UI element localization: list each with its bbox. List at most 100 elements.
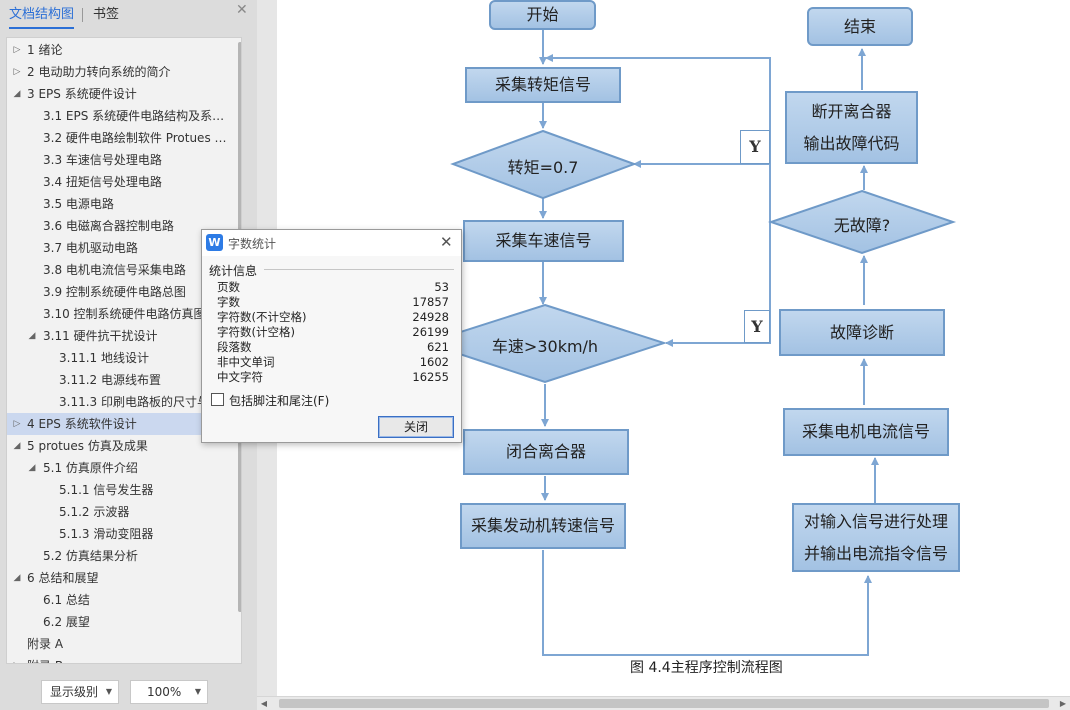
toc-item-label: 附录 B xyxy=(27,655,233,663)
stat-label: 非中文单词 xyxy=(217,355,275,369)
toc-item-label: 1 绪论 xyxy=(27,43,63,57)
stat-row-chars-with-spaces: 字符数(计空格) 26199 xyxy=(217,325,449,340)
collapse-arrow-icon[interactable]: ◢ xyxy=(13,89,21,99)
node-collect-engine-text: 采集发动机转速信号 xyxy=(470,516,615,535)
wps-app-icon: W xyxy=(206,234,223,251)
toc-item-label: 3.5 电源电路 xyxy=(43,197,114,211)
node-close-clutch: 闭合离合器 xyxy=(463,429,629,475)
toc-item-label: 2 电动助力转向系统的简介 xyxy=(27,65,171,79)
toc-item[interactable]: ▷ 1 绪论 xyxy=(7,39,235,61)
toc-item[interactable]: ◢ 5.1 仿真原件介绍 xyxy=(7,457,235,479)
include-footnotes-checkbox[interactable] xyxy=(211,393,224,406)
node-open-line1: 断开离合器 xyxy=(811,101,892,121)
close-icon[interactable]: ✕ xyxy=(440,233,453,251)
toc-item[interactable]: 5.1.1 信号发生器 xyxy=(7,479,235,501)
stat-label: 字符数(计空格) xyxy=(217,325,295,339)
stat-row-words: 字数 17857 xyxy=(217,295,449,310)
toc-item[interactable]: 附录 A xyxy=(7,633,235,655)
close-icon[interactable]: ✕ xyxy=(236,2,248,18)
close-button[interactable]: 关闭 xyxy=(378,416,454,438)
stat-value: 16255 xyxy=(412,370,449,384)
nav-tabs: 文档结构图 书签 ✕ xyxy=(0,0,257,32)
node-collect-speed-text: 采集车速信号 xyxy=(495,231,592,250)
stat-row-pages: 页数 53 xyxy=(217,280,449,295)
toc-item[interactable]: 3.3 车速信号处理电路 xyxy=(7,149,235,171)
display-level-label: 显示级别 xyxy=(50,685,99,699)
zoom-value: 100% xyxy=(147,685,182,699)
chevron-down-icon: ▼ xyxy=(194,687,201,696)
expand-arrow-icon[interactable]: ▷ xyxy=(13,67,21,77)
expand-arrow-icon[interactable]: ▷ xyxy=(13,419,21,429)
node-open-line2: 输出故障代码 xyxy=(803,133,900,153)
toc-item-label: 6.2 展望 xyxy=(43,615,90,629)
stat-row-chinese-chars: 中文字符 16255 xyxy=(217,370,449,385)
dialog-titlebar[interactable]: W 字数统计 ✕ xyxy=(202,230,461,256)
include-footnotes-label[interactable]: 包括脚注和尾注(F) xyxy=(229,394,330,408)
node-collect-current-text: 采集电机电流信号 xyxy=(801,422,930,441)
toc-item-label: 5.1 仿真原件介绍 xyxy=(43,461,138,475)
toc-item-label: 附录 A xyxy=(27,637,64,651)
node-start: 开始 xyxy=(489,0,596,30)
toc-item[interactable]: 5.1.2 示波器 xyxy=(7,501,235,523)
stat-value: 17857 xyxy=(412,295,449,309)
scrollbar-thumb[interactable] xyxy=(279,699,1049,708)
word-count-dialog: W 字数统计 ✕ 统计信息 页数 53 字数 17857 字符数(不计空格) 2… xyxy=(201,229,462,443)
toc-item-label: 3.3 车速信号处理电路 xyxy=(43,153,162,167)
expand-arrow-icon[interactable]: ▷ xyxy=(13,45,21,55)
stats-group-title: 统计信息 xyxy=(209,264,258,278)
node-close-clutch-text: 闭合离合器 xyxy=(505,442,586,461)
toc-item[interactable]: 6.2 展望 xyxy=(7,611,235,633)
display-level-dropdown[interactable]: 显示级别 ▼ xyxy=(41,680,119,704)
toc-item[interactable]: ▷4 EPS 系统软件设计 xyxy=(7,413,235,435)
tab-document-map[interactable]: 文档结构图 xyxy=(9,7,75,29)
horizontal-scrollbar[interactable]: ◀ ▶ xyxy=(257,696,1070,710)
stat-row-chars-no-spaces: 字符数(不计空格) 24928 xyxy=(217,310,449,325)
toc-item-label: 3 EPS 系统硬件设计 xyxy=(27,87,137,101)
node-diagnose-text: 故障诊断 xyxy=(829,322,894,342)
scroll-left-icon[interactable]: ◀ xyxy=(260,699,268,708)
expand-arrow-icon[interactable]: ▷ xyxy=(12,655,22,663)
node-collect-speed: 采集车速信号 xyxy=(463,220,624,262)
stat-label: 字符数(不计空格) xyxy=(217,310,307,324)
toc-item[interactable]: 5.2 仿真结果分析 xyxy=(7,545,235,567)
collapse-arrow-icon[interactable]: ◢ xyxy=(28,331,36,341)
collapse-arrow-icon[interactable]: ◢ xyxy=(13,441,21,451)
toc-item[interactable]: ◢ 3 EPS 系统硬件设计 xyxy=(7,83,235,105)
scroll-right-icon[interactable]: ▶ xyxy=(1059,699,1067,708)
group-divider xyxy=(264,269,454,270)
stat-label: 字数 xyxy=(217,295,240,309)
toc-item[interactable]: 3.5 电源电路 xyxy=(7,193,235,215)
stat-label: 段落数 xyxy=(217,340,252,354)
stat-label: 页数 xyxy=(217,280,240,294)
toc-item[interactable]: 3.4 扭矩信号处理电路 xyxy=(7,171,235,193)
node-collect-torque: 采集转矩信号 xyxy=(465,67,621,103)
node-diagnose: 故障诊断 xyxy=(779,309,945,356)
collapse-arrow-icon[interactable]: ◢ xyxy=(28,463,36,473)
node-process-line1: 对输入信号进行处理 xyxy=(803,511,948,531)
chevron-down-icon: ▼ xyxy=(105,687,112,696)
zoom-dropdown[interactable]: 100% ▼ xyxy=(130,680,208,704)
toc-item-label: 3.4 扭矩信号处理电路 xyxy=(43,175,162,189)
toc-item[interactable]: ◢3.11 硬件抗干扰设计 xyxy=(7,325,235,347)
toc-item[interactable]: 3.1 EPS 系统硬件电路结构及系统组成 xyxy=(7,105,235,127)
stat-label: 中文字符 xyxy=(217,370,263,384)
toc-list: ▷ 1 绪论 ▷ 2 电动助力转向系统的简介 ◢ 3 EPS 系统硬件设计 3.1 EPS … xyxy=(7,39,235,663)
toc-item-label: 6.1 总结 xyxy=(43,593,90,607)
toc-item-label: 3.2 硬件电路绘制软件 Protues 的介绍 xyxy=(43,131,233,145)
toc-item[interactable]: ▷ 2 电动助力转向系统的简介 xyxy=(7,61,235,83)
node-start-text: 开始 xyxy=(526,5,559,24)
toc-item-label: 5.1.3 滑动变阻器 xyxy=(59,527,154,541)
toc-item[interactable]: 3.2 硬件电路绘制软件 Protues 的介绍 xyxy=(7,127,235,149)
toc-item[interactable]: 5.1.3 滑动变阻器 xyxy=(7,523,235,545)
node-process-signal: 对输入信号进行处理 并输出电流指令信号 xyxy=(792,503,960,572)
toc-item-label: 5.2 仿真结果分析 xyxy=(43,549,138,563)
collapse-arrow-icon[interactable]: ◢ xyxy=(13,573,21,583)
tab-divider xyxy=(82,8,83,22)
toc-item[interactable]: ◢6 总结和展望 xyxy=(7,567,235,589)
toc-item[interactable]: 6.1 总结 xyxy=(7,589,235,611)
toc-item[interactable]: ◢5 protues 仿真及成果 xyxy=(7,435,235,457)
tab-bookmarks[interactable]: 书签 xyxy=(93,7,120,22)
toc-item[interactable]: ▷ 附录 B xyxy=(7,655,235,663)
node-end: 结束 xyxy=(807,7,913,46)
